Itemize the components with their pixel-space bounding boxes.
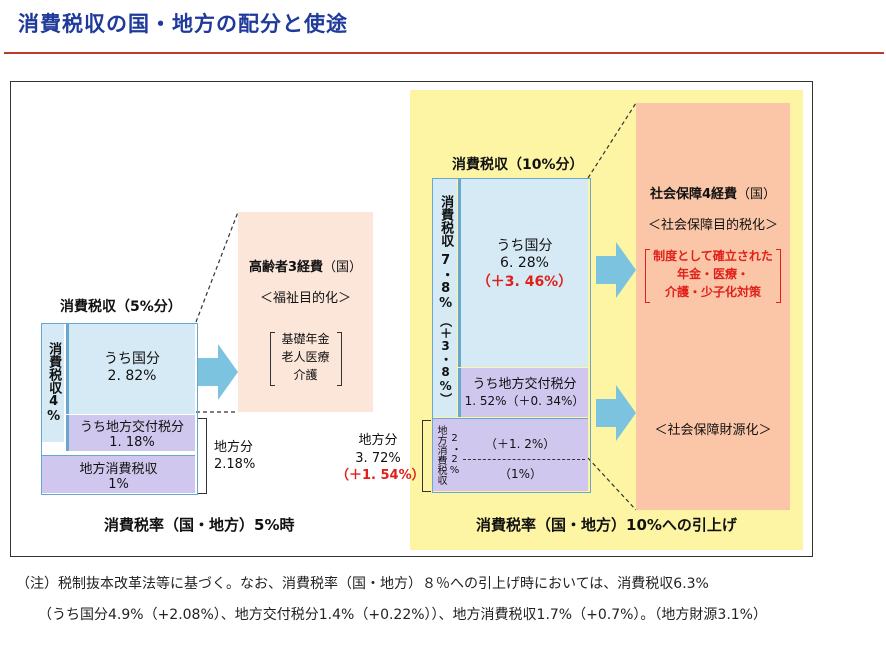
right-vertical-delta: （＋3・8%） [438, 315, 453, 405]
right-chihou-bun: 地方分 3. 72% （＋1. 54%） [336, 432, 425, 485]
left-kuni-value: 2. 82% [107, 368, 157, 384]
elderly-item: 基礎年金 [281, 332, 330, 346]
right-vertical-pct: 7・8% [438, 253, 454, 311]
elderly-title: 高齢者3経費（国） [248, 260, 363, 275]
left-chihou-label: 地方消費税収 [79, 462, 158, 477]
left-koufu-box: うち地方交付税分 1. 18% [66, 415, 195, 451]
left-header: 消費税収（5%分） [60, 299, 182, 315]
elderly-item: 老人医療 [281, 350, 330, 364]
left-koufu-value: 1. 18% [109, 435, 155, 450]
right-koufu-value: 1. 52%（＋0. 34%） [464, 394, 585, 408]
left-chihou-bun: 地方分 2.18% [214, 440, 255, 474]
note-line-1: （注）税制抜本改革法等に基づく。なお、消費税率（国・地方）８％への引上げ時におい… [16, 576, 709, 592]
elderly-box: 高齢者3経費（国） ＜福祉目的化＞ 基礎年金 老人医療 介護 [238, 212, 373, 412]
social-fiscal: ＜社会保障財源化＞ [654, 423, 772, 438]
right-kuni-label: うち国分 [496, 238, 553, 254]
right-header: 消費税収（10%分） [452, 157, 584, 173]
left-kuni-box: うち国分 2. 82% [66, 324, 195, 414]
right-chihou-bun-label: 地方分 [358, 433, 398, 448]
right-chihou-vertical: 地方消費税収 [435, 425, 446, 485]
right-koufu-box: うち地方交付税分 1. 52%（＋0. 34%） [458, 368, 588, 417]
left-bracket [198, 418, 207, 494]
left-chihou-box: 地方消費税収 1% [42, 455, 195, 493]
left-chihou-bun-label: 地方分 [214, 440, 254, 455]
left-vertical-label: 消費税収4% [42, 324, 64, 442]
social-bracket-left [645, 249, 650, 303]
right-kuni-value: 6. 28% [500, 255, 549, 271]
right-vertical-col: 消費税収 7・8% （＋3・8%） [433, 179, 457, 417]
elderly-item: 介護 [293, 368, 318, 382]
right-chihou-divider [463, 459, 585, 460]
right-vertical-label: 消費税収 [438, 195, 454, 247]
left-footer: 消費税率（国・地方）5%時 [104, 516, 295, 534]
right-footer: 消費税率（国・地方）10%への引上げ [476, 516, 737, 534]
elderly-bracket-left [269, 332, 275, 386]
elderly-bracket-right [336, 332, 342, 386]
social-items: 制度として確立された 年金・医療・ 介護・少子化対策 [645, 247, 781, 303]
page-title: 消費税収の国・地方の配分と使途 [18, 12, 348, 36]
arrow-right-icon [198, 344, 238, 400]
elderly-items: 基礎年金 老人医療 介護 [269, 330, 342, 386]
right-chihou-bun-delta: （＋1. 54%） [336, 468, 425, 484]
left-kuni-label: うち国分 [104, 351, 160, 367]
elderly-purpose: ＜福祉目的化＞ [259, 291, 351, 306]
social-item: 年金・医療・ [676, 267, 749, 281]
arrow-right-icon [596, 242, 636, 298]
right-koufu-label: うち地方交付税分 [472, 377, 577, 392]
social-title: 社会保障4経費（国） [649, 187, 777, 202]
right-stack [432, 178, 591, 493]
social-box: 社会保障4経費（国） ＜社会保障目的税化＞ 制度として確立された 年金・医療・ … [636, 103, 790, 510]
right-chihou-delta2: （1%） [499, 467, 543, 481]
right-chihou-bun-value: 3. 72% [355, 450, 401, 466]
note-line-2: （うち国分4.9%（+2.08%）、地方交付税分1.4%（+0.22%））、地方… [38, 607, 767, 623]
right-kuni-delta: （＋3. 46%） [476, 274, 573, 290]
right-bracket [422, 420, 431, 492]
social-bracket-right [776, 249, 781, 303]
left-koufu-label: うち地方交付税分 [79, 420, 184, 435]
title-underline [4, 52, 884, 54]
left-stack [41, 323, 198, 495]
left-chihou-value: 1% [108, 477, 129, 492]
social-item: 介護・少子化対策 [664, 285, 761, 299]
left-chihou-bun-value: 2.18% [214, 456, 256, 472]
arrow-right-icon [596, 385, 636, 441]
right-chihou-delta1: （＋1. 2%） [485, 437, 556, 451]
social-purpose: ＜社会保障目的税化＞ [647, 218, 778, 233]
right-chihou-box: 地方消費税収 2・2% （＋1. 2%） （1%） [433, 418, 588, 491]
right-chihou-pct: 2・2% [449, 433, 460, 476]
social-item: 制度として確立された [653, 249, 773, 263]
right-kuni-box: うち国分 6. 28% （＋3. 46%） [458, 179, 588, 367]
